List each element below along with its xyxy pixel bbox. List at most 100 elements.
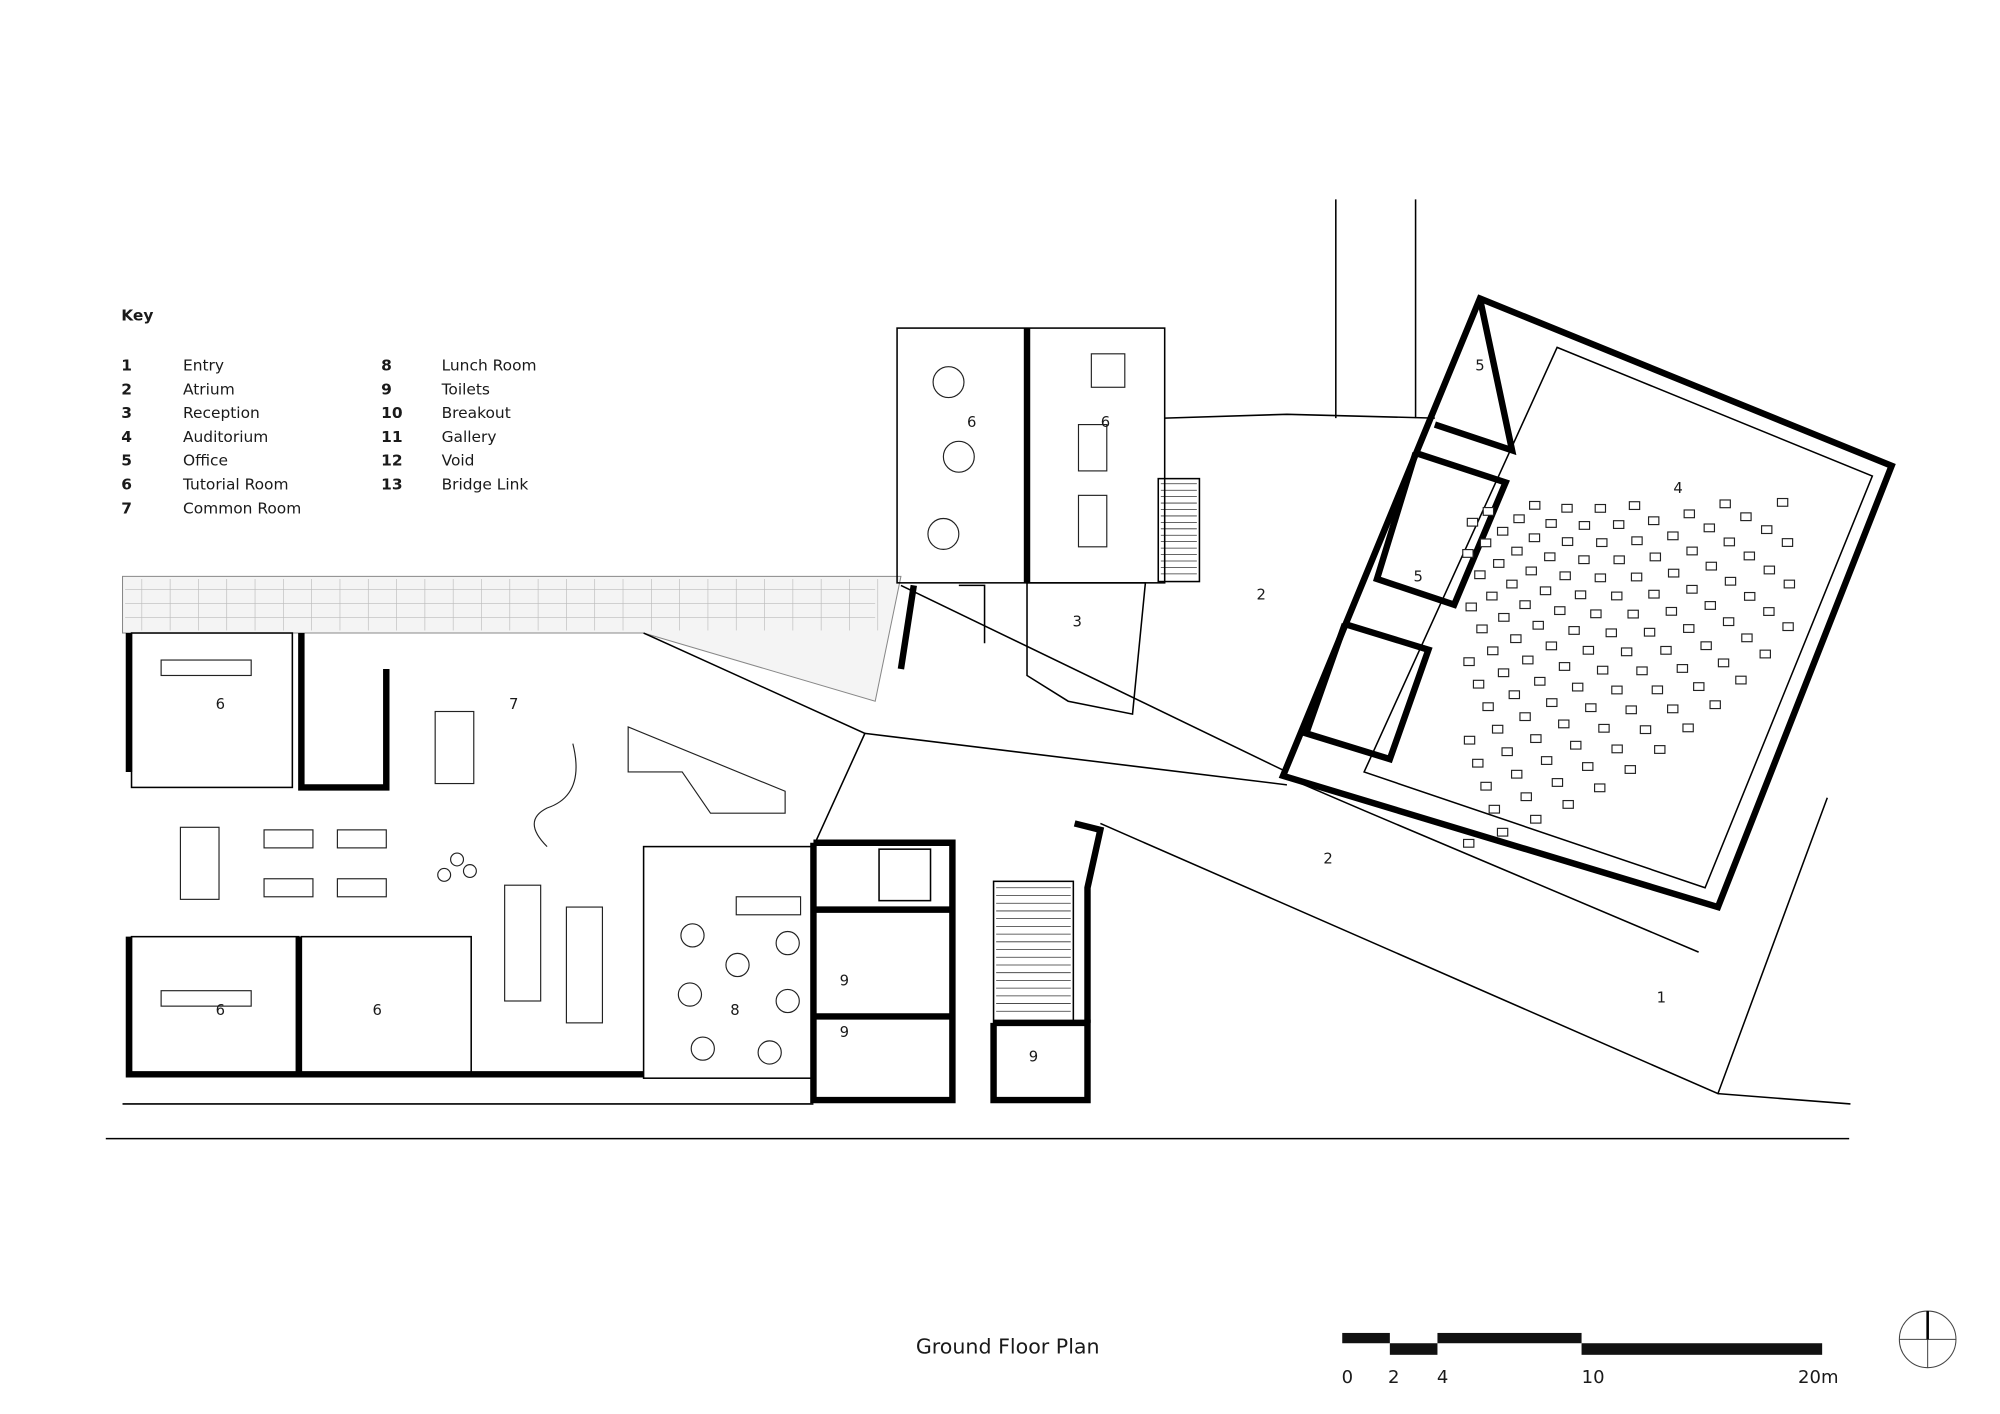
seat [1596,665,1609,675]
room-label: 3 [1072,614,1081,631]
seat [1491,724,1504,734]
seat [1647,516,1660,526]
seat [1682,723,1694,733]
seat [1612,520,1625,530]
seat [1561,503,1573,513]
seat [1676,664,1689,673]
seat [1763,607,1775,616]
seat [1545,641,1558,651]
seat [1582,645,1595,655]
seat [1463,657,1475,667]
key-number: 11 [381,428,402,446]
seat [1590,609,1602,619]
key-label: Void [442,452,475,470]
lunch-table [677,982,703,1007]
key-number: 5 [121,452,132,470]
seat [1781,538,1794,547]
seat [1479,538,1492,548]
seat [1510,634,1522,644]
lunch-table [775,988,800,1014]
atrium-walls [864,413,1851,1105]
drawing-title: Ground Floor Plan [916,1335,1100,1359]
seat [1520,792,1532,802]
scale-tick: 20m [1798,1367,1838,1388]
seat [1724,576,1737,586]
seat [1528,533,1541,543]
seat [1735,675,1747,685]
seat [1683,509,1696,519]
seat [1546,698,1558,708]
seat [1611,744,1623,754]
seat [1648,589,1660,599]
seat [1598,723,1610,733]
seat [1636,666,1648,676]
room-label: 7 [509,696,518,713]
key-number: 2 [121,380,132,398]
seat [1486,591,1498,601]
key-label: Entry [183,357,224,375]
seat [1686,584,1698,594]
seat [1511,546,1523,556]
room-label: 6 [373,1002,382,1019]
seat [1530,734,1542,744]
seat [1594,573,1607,583]
seat [1530,814,1542,824]
seat [1519,712,1531,722]
seat [1693,682,1705,692]
seat [1513,514,1525,524]
seat [1544,552,1556,562]
seat [1496,526,1509,536]
key-number: 6 [121,476,132,494]
key-label: Gallery [442,428,497,446]
key-label: Lunch Room [442,357,537,375]
seat [1783,579,1796,589]
seat [1630,572,1643,582]
room-label: 9 [840,973,849,990]
seat [1639,725,1652,735]
key-item: 11 Gallery [381,428,496,446]
seat [1493,559,1505,568]
seat [1665,606,1678,616]
seat [1627,609,1639,619]
room-labels: 6 7 6 6 3 2 5 4 5 2 1 6 6 9 9 8 9 [216,358,1683,1066]
lunch-table [690,1036,715,1061]
room-label: 2 [1323,850,1332,867]
seat [1498,612,1510,622]
service-core [642,483,1197,1104]
room-label: 6 [216,1002,225,1019]
key-label: Tutorial Room [182,476,289,494]
seat [1496,827,1509,837]
lunch-table [775,930,800,956]
lunch-table [725,952,750,978]
scale-tick: 0 [1342,1367,1353,1388]
key-number: 13 [381,476,402,494]
seat [1462,838,1475,848]
seat [1501,747,1513,757]
seat [1620,647,1633,657]
key-label: Atrium [183,380,235,398]
seat [1625,705,1637,715]
seat [1582,762,1594,771]
seat [1534,676,1546,686]
seat [1740,512,1752,522]
scale-bar: 0 2 4 10 20m [1342,1332,1839,1388]
key-number: 4 [121,428,132,446]
room-label: 2 [1256,587,1265,604]
seat [1596,538,1608,548]
seat [1660,645,1672,655]
seat [1613,555,1625,565]
seat [1594,783,1606,793]
seat [1723,537,1736,547]
seat [1539,586,1552,596]
seat [1463,735,1476,745]
auditorium [1278,294,1896,953]
scale-tick: 10 [1582,1367,1605,1388]
seat [1743,551,1756,561]
seat [1643,627,1656,637]
lunch-table [757,1040,782,1065]
